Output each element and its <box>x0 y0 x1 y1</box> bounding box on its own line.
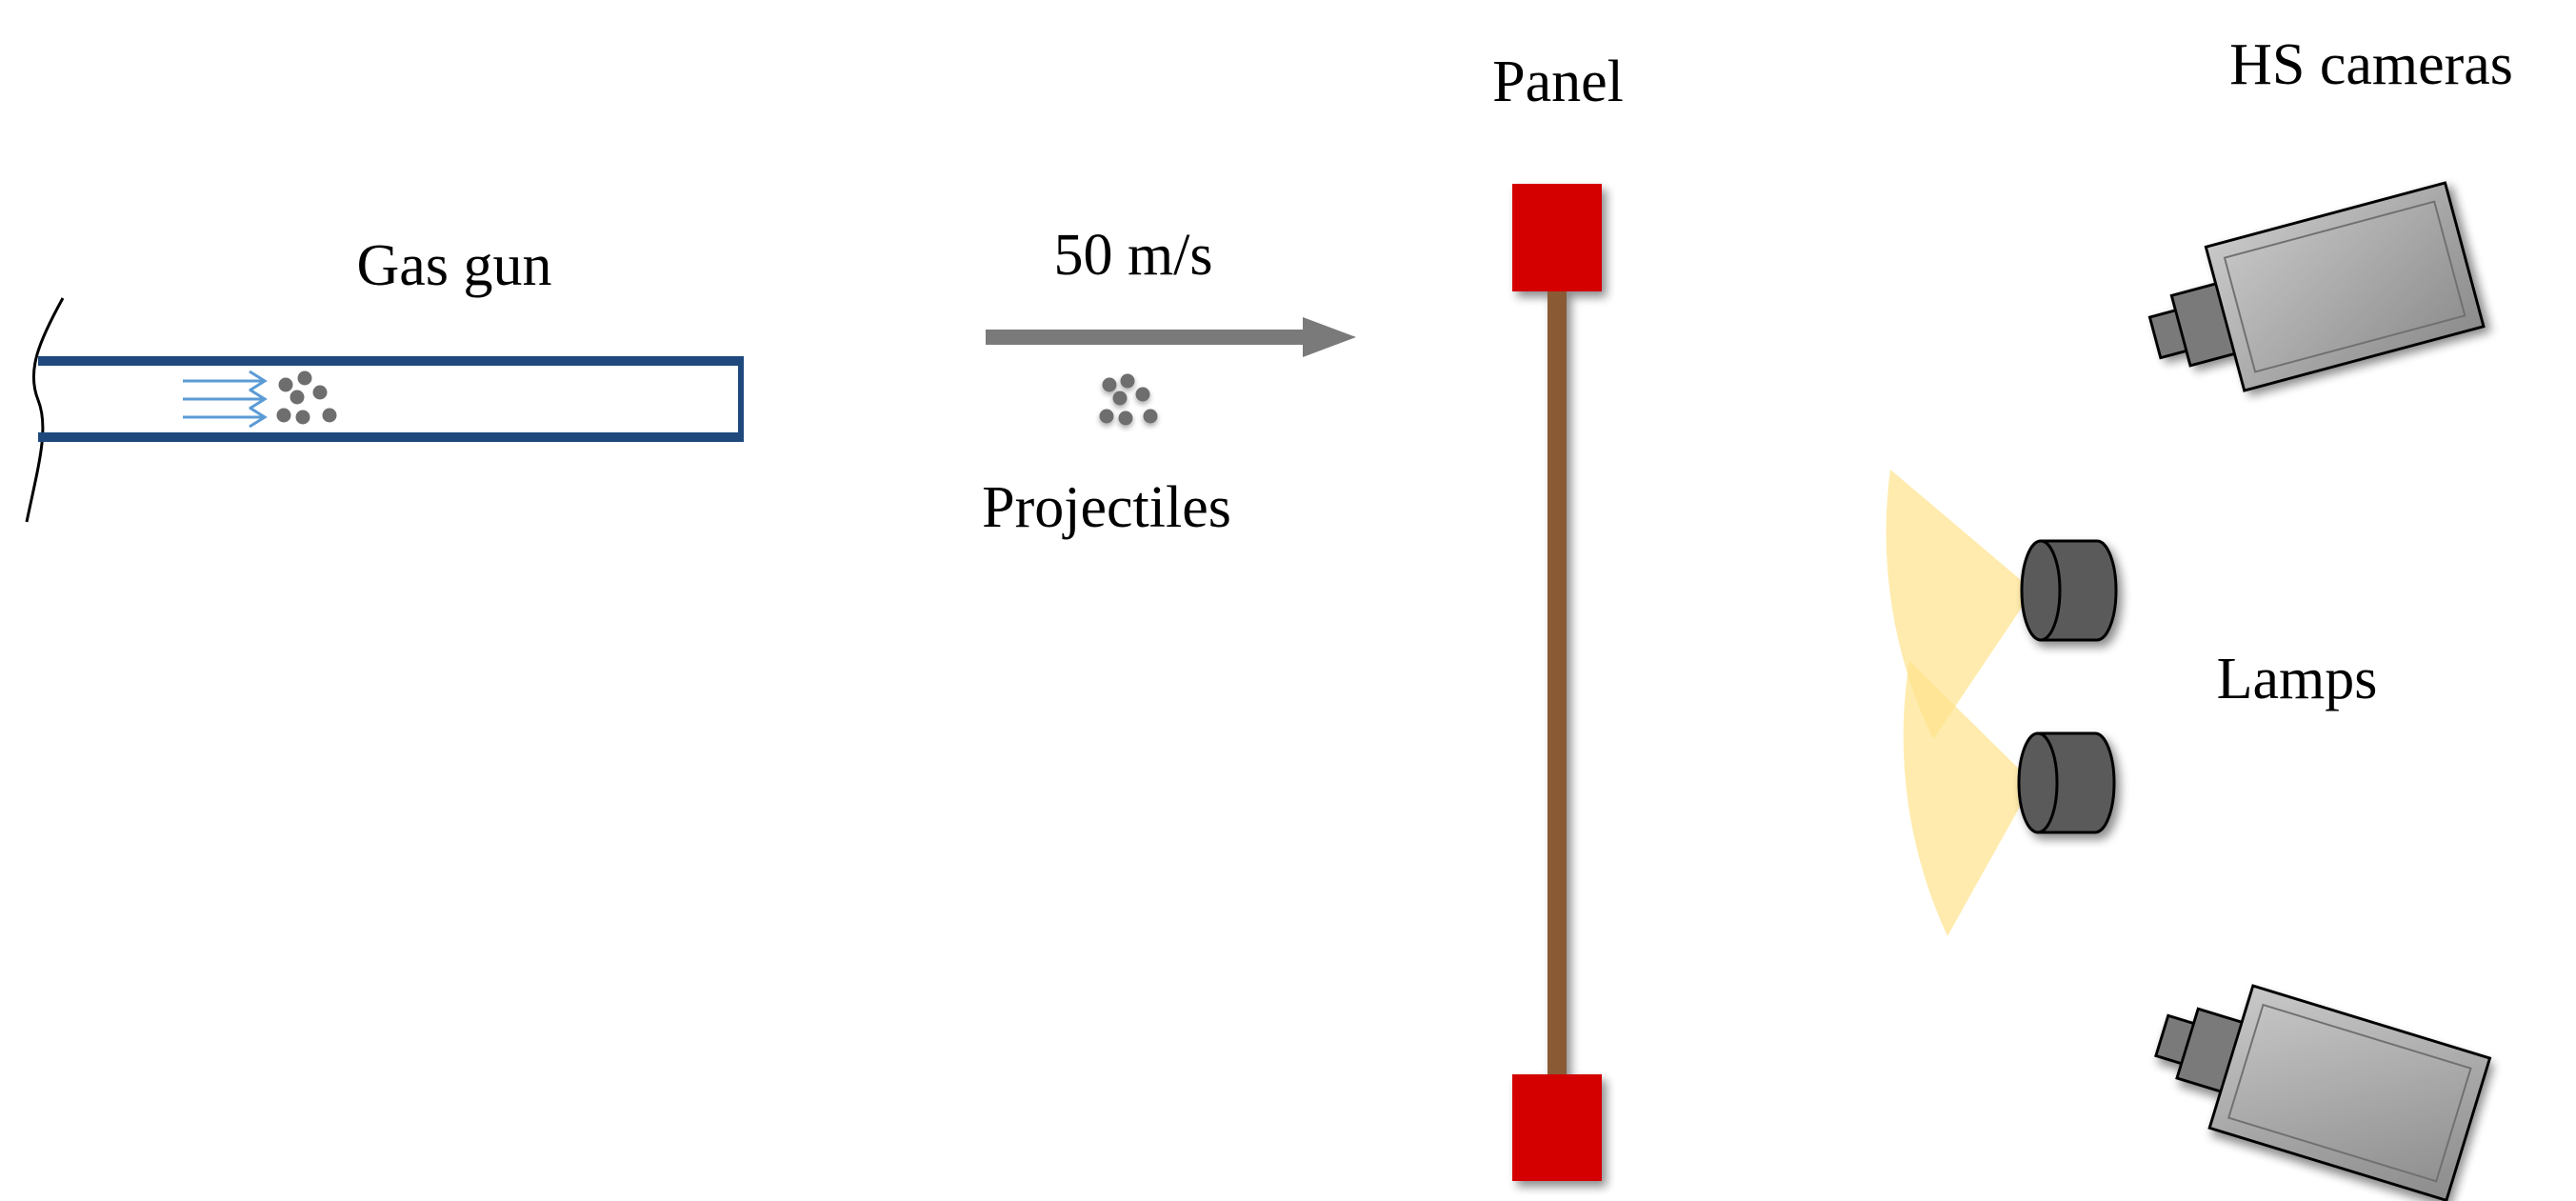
projectiles-label: Projectiles <box>982 475 1231 540</box>
gas-gun <box>25 297 744 523</box>
panel-label: Panel <box>1492 50 1624 114</box>
velocity-label: 50 m/s <box>1053 223 1212 288</box>
lamps-label: Lamps <box>2217 647 2378 711</box>
camera-icon <box>2147 181 2486 392</box>
lower-lamp-beam <box>1903 661 2033 936</box>
upper-lamp-beam <box>1886 470 2033 739</box>
gun-break-line <box>25 297 65 523</box>
camera-icon <box>2154 984 2492 1201</box>
panel-bottom-clamp <box>1512 1074 1602 1181</box>
lamp-icon <box>2017 731 2116 834</box>
velocity-arrow <box>986 317 1356 357</box>
panel-rod <box>1548 284 1567 1086</box>
hs-cameras-label: HS cameras <box>2229 32 2513 97</box>
projectiles-cluster <box>1099 373 1158 426</box>
lamp-beams <box>1886 470 2033 936</box>
panel-top-clamp <box>1512 184 1602 291</box>
lamp-icon <box>2020 539 2118 642</box>
panel <box>1512 184 1602 1181</box>
gas-gun-label: Gas gun <box>357 233 552 298</box>
gas-flow-arrows <box>183 370 268 429</box>
projectiles-in-barrel <box>276 370 337 425</box>
